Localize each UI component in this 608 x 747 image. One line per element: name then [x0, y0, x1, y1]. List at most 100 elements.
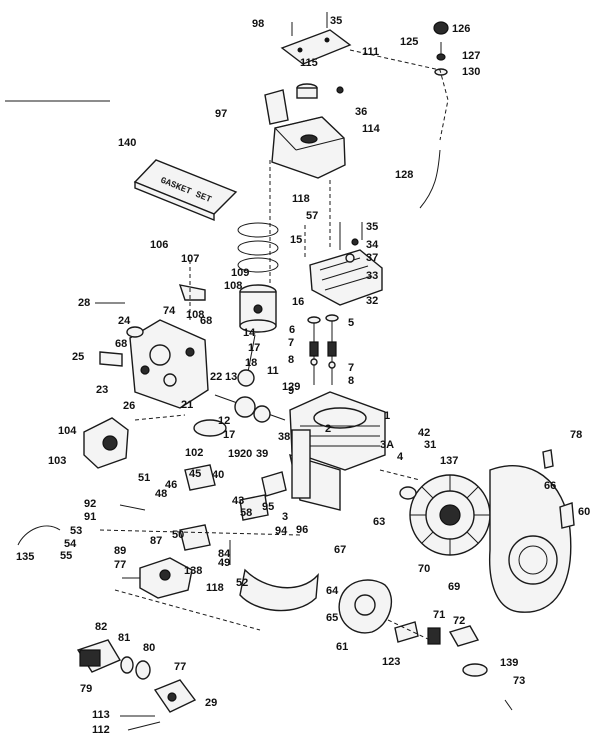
callout-label: 94: [275, 525, 288, 537]
callout-label: 107: [181, 253, 199, 265]
seal-24: [126, 326, 144, 338]
bracket-29: [153, 679, 197, 713]
housing-103: [83, 417, 129, 469]
cap-assembly: [433, 21, 449, 76]
callout-label: 73: [513, 675, 525, 687]
mounting-flange: [338, 579, 393, 634]
callout-label: 114: [362, 123, 381, 135]
head-bolts: [339, 222, 363, 263]
callout-label: 24: [118, 315, 131, 327]
callout-label: 123: [382, 656, 400, 668]
callout-label: 55: [60, 550, 72, 562]
base-pan: [239, 568, 319, 612]
piston-rings: [237, 222, 279, 273]
spring-link-135: [17, 525, 61, 546]
callout-label: 63: [373, 516, 385, 528]
callout-label: 92: [84, 498, 96, 510]
callout-label: 4: [397, 451, 404, 463]
callout-label: 32: [366, 295, 378, 307]
callout-label: 130: [462, 66, 480, 78]
callout-label: 84: [218, 548, 231, 560]
callout-label: 89: [114, 545, 126, 557]
callout-label: 25: [72, 351, 84, 363]
shield-60: [559, 502, 575, 529]
callout-label: 95: [262, 501, 274, 513]
callout-label: 80: [143, 642, 155, 654]
callout-label: 127: [462, 50, 480, 62]
callout-label: 18: [245, 357, 257, 369]
starter-cup: [399, 486, 417, 500]
callout-label: 97: [215, 108, 227, 120]
callout-label: 68: [200, 315, 212, 327]
callout-label: 5: [348, 317, 354, 329]
callout-label: 70: [418, 563, 430, 575]
gasket-set-box: GASKET SET: [133, 159, 238, 222]
governor-linkage: [119, 464, 287, 565]
callout-label: 48: [155, 488, 167, 500]
callout-label: 12: [218, 415, 230, 427]
callout-label: 82: [95, 621, 107, 633]
callout-label: 64: [326, 585, 339, 597]
callout-label: 60: [578, 506, 590, 518]
callout-label: 109: [231, 267, 249, 279]
callout-label: 66: [544, 480, 556, 492]
callout-label: 87: [150, 535, 162, 547]
callout-label: 57: [306, 210, 318, 222]
fitting-25: [99, 351, 123, 367]
callout-label: 102: [185, 447, 203, 459]
callout-label: 61: [336, 641, 348, 653]
callout-label: 36: [355, 106, 367, 118]
callout-label: 3: [282, 511, 288, 523]
callout-label: 51: [138, 472, 150, 484]
callout-label: 67: [334, 544, 346, 556]
callout-label: 6: [289, 324, 295, 336]
callout-label: 43: [232, 495, 244, 507]
callout-label: 53: [70, 525, 82, 537]
callout-label: 34: [366, 239, 379, 251]
callout-label: 74: [163, 305, 176, 317]
callout-label: 81: [118, 632, 130, 644]
callout-label: 49: [218, 557, 230, 569]
starter-pulley: [76, 639, 151, 680]
callout-label: 52: [236, 577, 248, 589]
callout-label: 113: [92, 709, 110, 721]
callout-label: 135: [16, 551, 34, 563]
callout-label: 111: [362, 46, 379, 58]
callout-label: 79: [80, 683, 92, 695]
callout-label: 7: [348, 362, 354, 374]
callout-label: 16: [292, 296, 304, 308]
crankcase-cover: [129, 284, 209, 409]
callout-label: 11: [267, 365, 279, 377]
flywheel: [409, 474, 491, 556]
callout-label: 14: [243, 327, 256, 339]
callout-label: 77: [174, 661, 186, 673]
connecting-rod: [237, 334, 256, 387]
callout-label: 46: [165, 479, 177, 491]
callout-label: 140: [118, 137, 136, 149]
callout-label: 29: [205, 697, 217, 709]
callout-label: 112: [92, 724, 110, 736]
callout-label: 35: [366, 221, 378, 233]
callout-label: 108: [224, 280, 242, 292]
callout-label: 28: [78, 297, 90, 309]
callout-label: 40: [212, 469, 224, 481]
callout-label: 126: [452, 23, 470, 35]
callout-label: 37: [366, 252, 378, 264]
callout-label: 8: [348, 375, 354, 387]
callout-label: 9: [288, 385, 294, 397]
callout-label: 106: [150, 239, 168, 251]
callout-label: 7: [288, 337, 294, 349]
callout-label: 91: [84, 511, 96, 523]
callout-label: 77: [114, 559, 126, 571]
callout-label: 1: [384, 410, 390, 422]
callout-label: 54: [64, 538, 77, 550]
screw-112: [127, 721, 161, 731]
fuel-tank: [271, 116, 346, 179]
fuel-line: [419, 149, 441, 209]
piston: [239, 284, 277, 333]
blower-housing: [488, 465, 572, 613]
bracket-plate: [280, 12, 352, 65]
